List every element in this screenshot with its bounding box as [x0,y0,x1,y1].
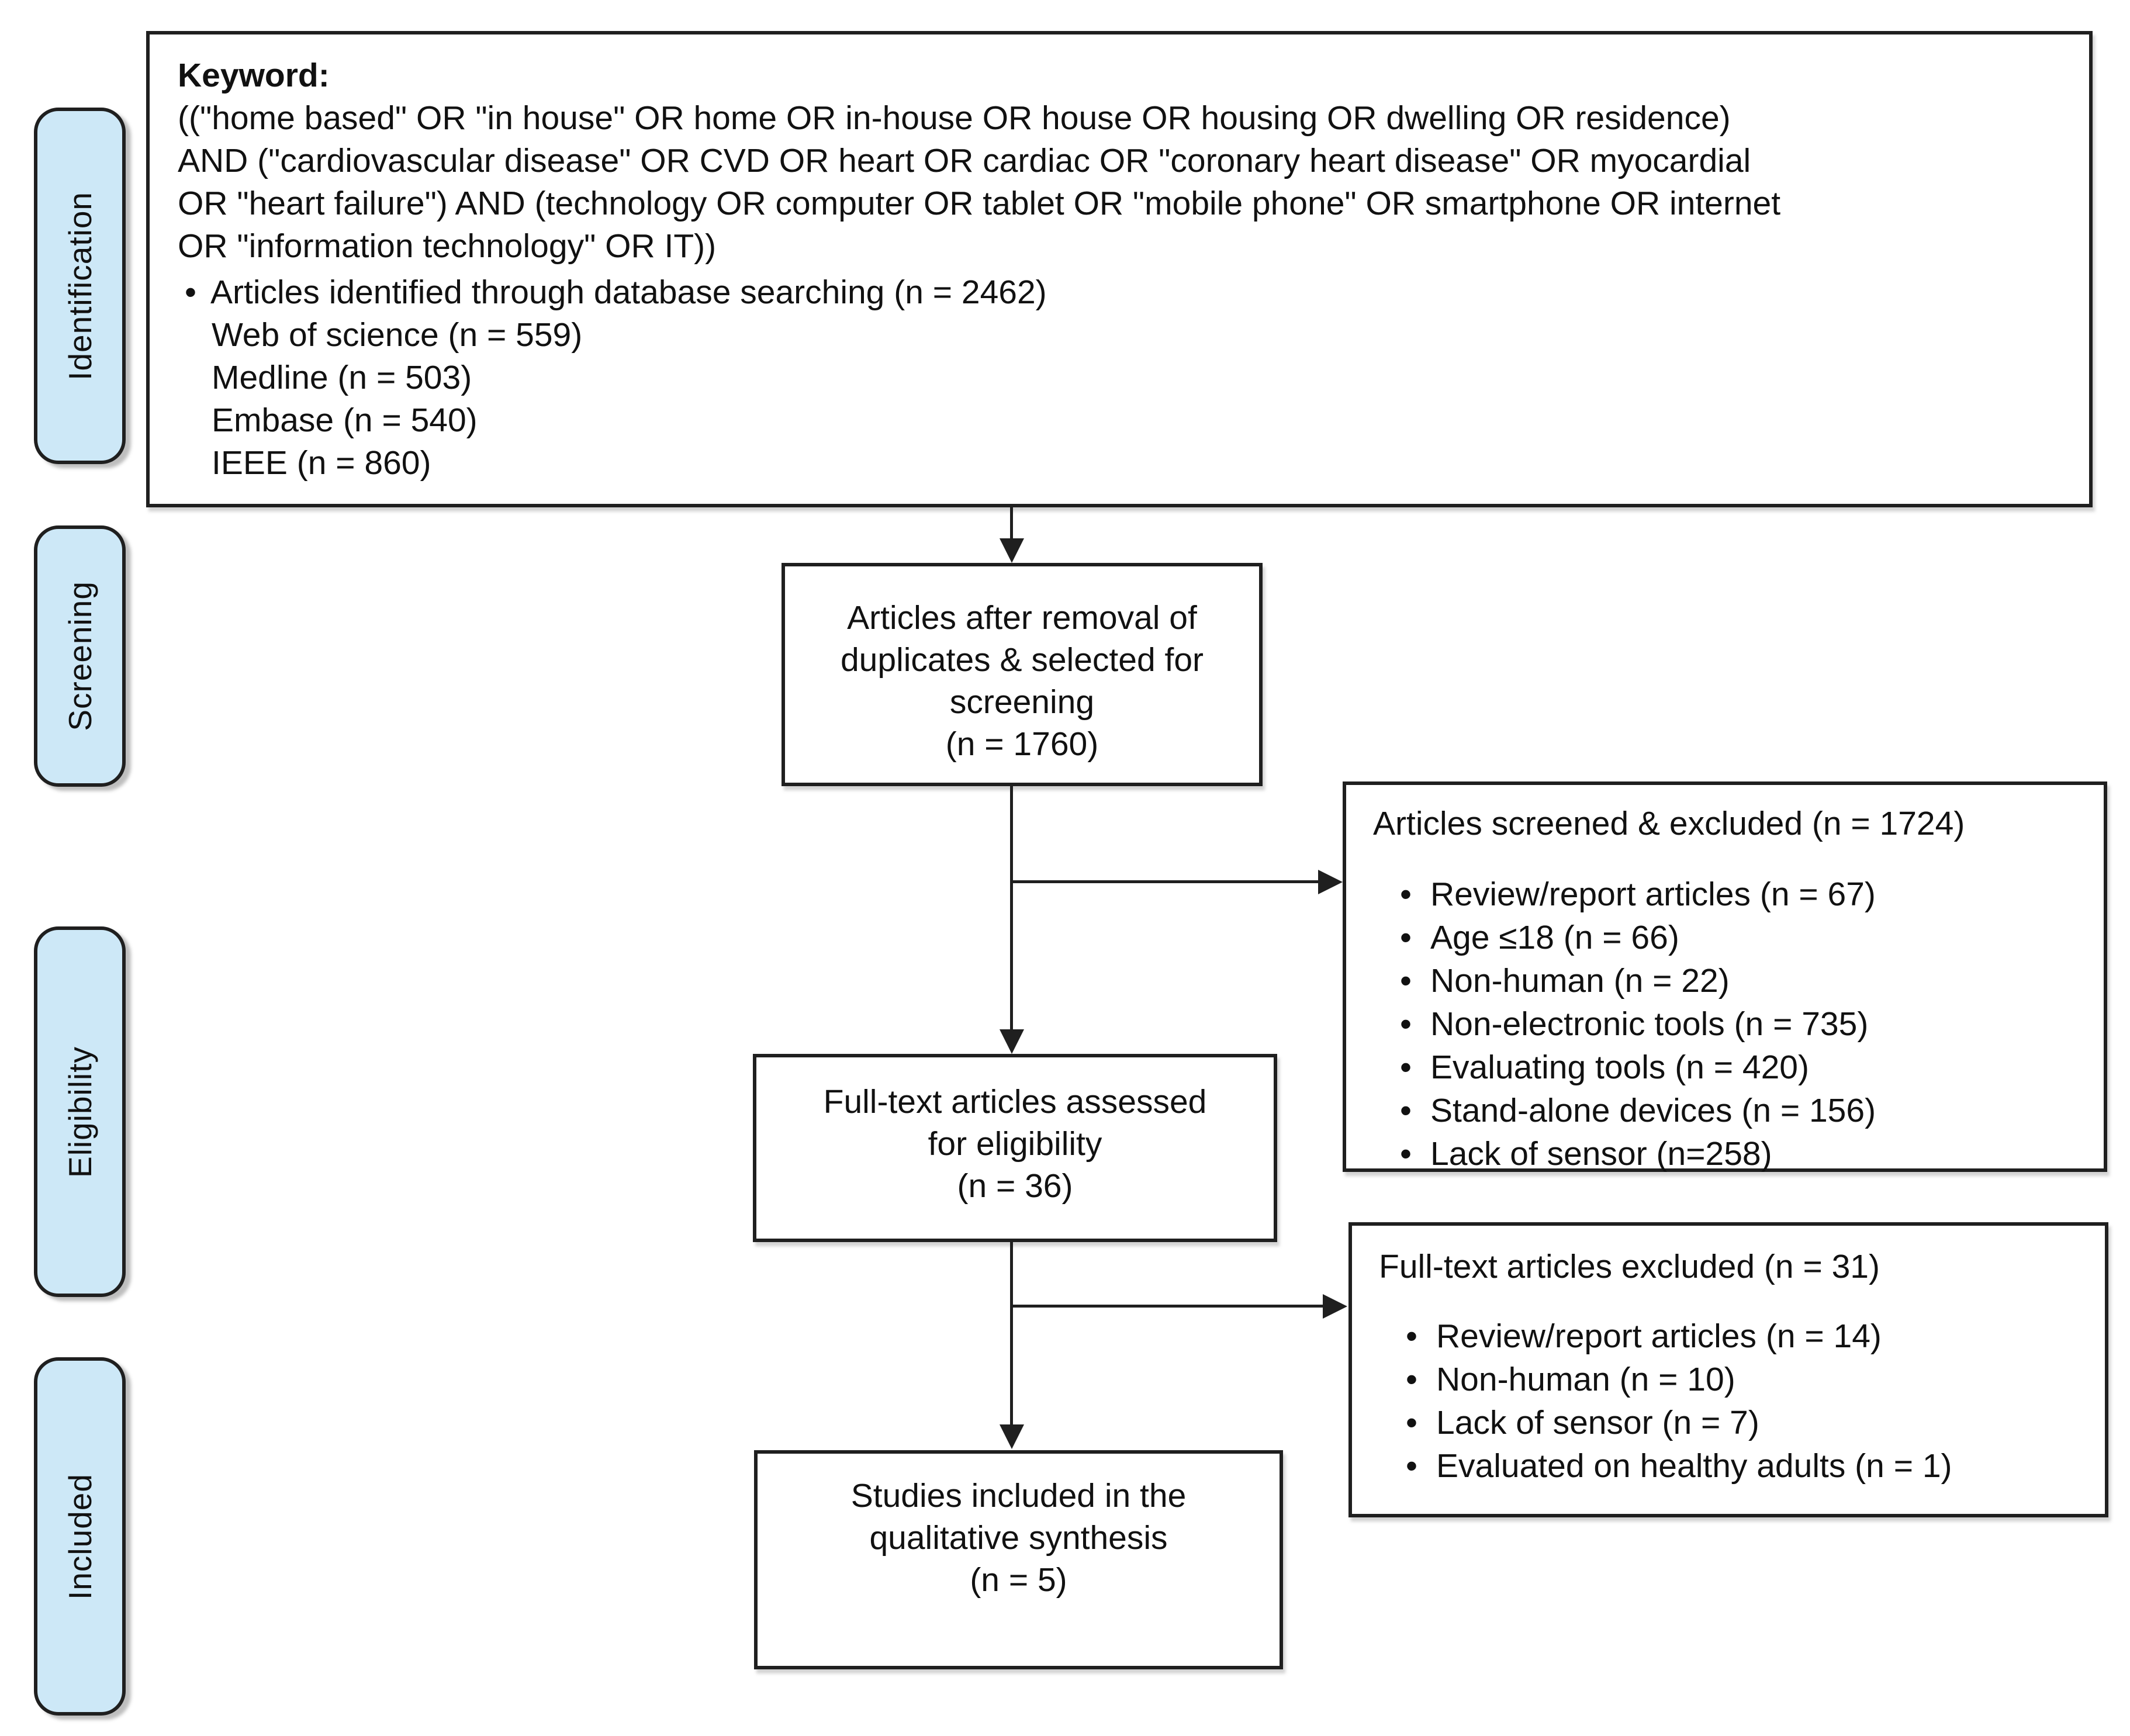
screened-excluded-item: Age ≤18 (n = 66) [1400,916,2092,959]
keyword-source-line: Embase (n = 540) [212,402,478,439]
keyword-query: (("home based" OR "in house" OR home OR … [178,97,2066,268]
stage-identification-label: Identification [61,191,98,381]
studies-included-text: Studies included in the qualitative synth… [851,1475,1187,1601]
keyword-query-line: AND ("cardiovascular disease" OR CVD OR … [178,142,1751,179]
fulltext-excluded-items: Review/report articles (n = 14)Non-human… [1379,1315,2093,1488]
screened-excluded-box: Articles screened & excluded (n = 1724) … [1343,781,2107,1175]
fulltext-excluded-title: Full-text articles excluded (n = 31) [1379,1248,1880,1285]
arrowhead-right-icon [1318,870,1343,894]
fulltext-assessed-line: for eligibility [928,1125,1102,1163]
connector-screening-to-eligibility [1010,786,1013,1030]
keyword-query-line: (("home based" OR "in house" OR home OR … [178,99,1731,137]
keyword-heading: Keyword: [178,57,330,94]
duplicates-removed-box: Articles after removal of duplicates & se… [782,563,1263,786]
screened-excluded-items: Review/report articles (n = 67)Age ≤18 (… [1373,873,2092,1175]
fulltext-excluded-box: Full-text articles excluded (n = 31) Rev… [1348,1222,2108,1517]
stage-eligibility: Eligibility [34,926,126,1297]
arrowhead-down-icon [1000,538,1024,563]
arrowhead-down-icon [1000,1029,1024,1054]
keyword-source-line: Medline (n = 503) [212,359,472,396]
screened-excluded-item: Lack of sensor (n=258) [1400,1132,2092,1175]
fulltext-assessed-line: (n = 36) [957,1167,1073,1205]
arrowhead-right-icon [1323,1294,1347,1319]
keyword-query-line: OR "information technology" OR IT)) [178,227,717,265]
connector-eligibility-to-included [1010,1242,1013,1426]
fulltext-assessed-text: Full-text articles assessed for eligibili… [824,1081,1207,1207]
studies-included-box: Studies included in the qualitative synth… [754,1450,1283,1669]
screened-excluded-title: Articles screened & excluded (n = 1724) [1373,805,1965,842]
keyword-query-line: OR "heart failure") AND (technology OR c… [178,185,1781,222]
duplicates-removed-text: Articles after removal of duplicates & se… [841,597,1204,765]
fulltext-excluded-item: Review/report articles (n = 14) [1406,1315,2093,1358]
fulltext-excluded-item: Lack of sensor (n = 7) [1406,1401,2093,1444]
fulltext-assessed-box: Full-text articles assessed for eligibili… [753,1054,1277,1242]
connector-to-screened-excluded [1011,880,1319,883]
stage-included-label: Included [61,1473,98,1600]
fulltext-excluded-item: Non-human (n = 10) [1406,1358,2093,1401]
screened-excluded-item: Non-human (n = 22) [1400,959,2092,1002]
duplicates-removed-line: (n = 1760) [945,725,1099,763]
stage-included: Included [34,1357,126,1716]
stage-screening: Screening [34,525,126,787]
screened-excluded-item: Evaluating tools (n = 420) [1400,1046,2092,1089]
fulltext-excluded-item: Evaluated on healthy adults (n = 1) [1406,1444,2093,1488]
studies-included-line: Studies included in the [850,1477,1187,1514]
stage-screening-label: Screening [61,581,98,731]
duplicates-removed-line: Articles after removal of [847,599,1197,637]
duplicates-removed-line: duplicates & selected for [840,641,1204,679]
keyword-bullet-item: Articles identified through database sea… [178,271,2066,314]
duplicates-removed-line: screening [949,683,1095,721]
stage-eligibility-label: Eligibility [61,1046,98,1178]
screened-excluded-item: Non-electronic tools (n = 735) [1400,1002,2092,1046]
fulltext-assessed-line: Full-text articles assessed [823,1083,1207,1121]
connector-to-fulltext-excluded [1011,1305,1324,1308]
keyword-source-line: IEEE (n = 860) [212,444,431,482]
keyword-search-box: Keyword: (("home based" OR "in house" OR… [146,31,2093,507]
keyword-source-line: Web of science (n = 559) [212,316,583,354]
studies-included-line: (n = 5) [970,1561,1067,1599]
screened-excluded-item: Stand-alone devices (n = 156) [1400,1089,2092,1132]
connector-keyword-to-screening [1010,506,1013,540]
keyword-sources: Web of science (n = 559) Medline (n = 503… [178,314,2066,485]
studies-included-line: qualitative synthesis [869,1519,1168,1557]
stage-identification: Identification [34,108,126,464]
screened-excluded-item: Review/report articles (n = 67) [1400,873,2092,916]
arrowhead-down-icon [1000,1424,1024,1449]
